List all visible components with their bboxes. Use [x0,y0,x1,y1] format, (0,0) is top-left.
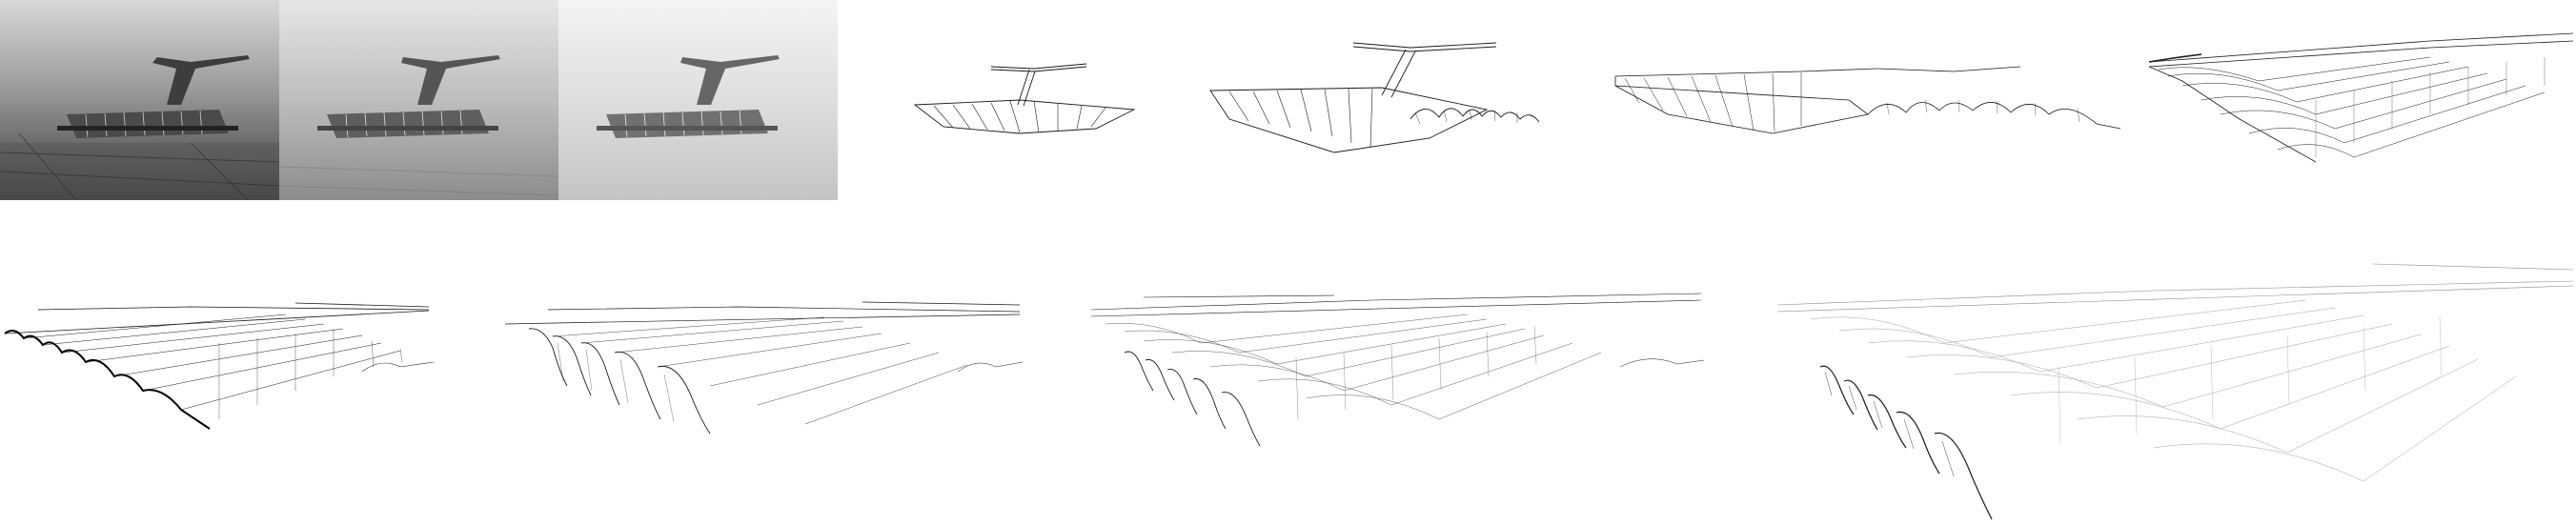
line-drawing-wide-roof [1611,48,2125,152]
line-drawing-zoom-2 [500,291,1024,443]
line-drawing-perspective [2144,24,2576,167]
line-drawing-zoom-3 [1086,276,1706,457]
line-drawing-arched-roof [1201,29,1563,162]
line-drawing-zoom-4 [1773,253,2576,526]
aerial-photo-light [558,0,838,200]
aerial-photo-dark [0,0,279,200]
line-drawing-overview [896,52,1144,148]
aerial-photo-medium [279,0,558,200]
line-drawing-zoom-1 [0,286,438,438]
